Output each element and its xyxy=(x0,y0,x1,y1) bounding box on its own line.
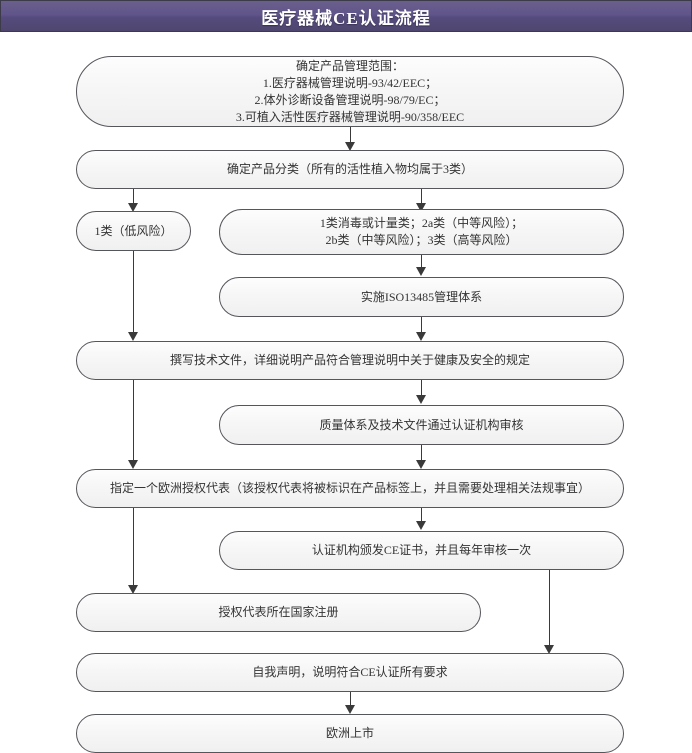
arrowhead-technical-file-to-audit xyxy=(416,395,426,404)
node-register-country-text: 授权代表所在国家注册 xyxy=(218,605,339,619)
arrowhead-scope-to-classification xyxy=(345,142,355,151)
node-iso13485[interactable]: 实施ISO13485管理体系 xyxy=(219,277,624,317)
node-register-country[interactable]: 授权代表所在国家注册 xyxy=(76,593,481,632)
connector-ce-certificate-to-declaration xyxy=(549,570,550,650)
arrowhead-audit-to-authorized-rep xyxy=(416,460,426,469)
arrowhead-declaration-to-market-launch xyxy=(345,705,355,714)
node-classification[interactable]: 确定产品分类（所有的活性植入物均属于3类） xyxy=(76,150,624,189)
node-market-launch[interactable]: 欧洲上市 xyxy=(76,714,624,753)
node-declaration-of-conformity-text: 自我声明，说明符合CE认证所有要求 xyxy=(252,665,448,679)
connector-iso13485-to-technical-file xyxy=(421,317,422,337)
node-class1-low-risk[interactable]: 1类（低风险） xyxy=(76,211,191,251)
node-market-launch-text: 欧洲上市 xyxy=(325,726,374,740)
connector-scope-to-classification xyxy=(350,127,351,144)
arrowhead-classification-to-higher-risk xyxy=(416,203,426,212)
arrowhead-ce-certificate-to-declaration xyxy=(544,645,554,654)
node-scope-text: 确定产品管理范围： 1.医疗器械管理说明-93/42/EEC； 2.体外诊断设备… xyxy=(235,58,465,124)
node-ce-certificate-text: 认证机构颁发CE证书，并且每年审核一次 xyxy=(311,543,532,557)
node-class-higher-risk[interactable]: 1类消毒或计量类；2a类（中等风险）； 2b类（中等风险）；3类（高等风险） xyxy=(219,209,624,255)
node-notified-body-audit-text: 质量体系及技术文件通过认证机构审核 xyxy=(319,417,524,432)
arrowhead-iso13485-to-technical-file xyxy=(416,332,426,341)
node-technical-file-text: 撰写技术文件，详细说明产品符合管理说明中关于健康及安全的规定 xyxy=(169,353,530,367)
arrowhead-authorized-rep-to-ce-certificate xyxy=(416,521,426,530)
node-iso13485-text: 实施ISO13485管理体系 xyxy=(360,289,483,304)
page-title-bar: 医疗器械CE认证流程 xyxy=(0,0,692,32)
arrowhead-class1-to-technical-file xyxy=(128,332,138,341)
page-title: 医疗器械CE认证流程 xyxy=(261,8,431,28)
node-authorized-representative[interactable]: 指定一个欧洲授权代表（该授权代表将被标识在产品标签上，并且需要处理相关法规事宜） xyxy=(76,469,624,508)
connector-authorized-rep-to-ce-certificate xyxy=(421,508,422,528)
connector-technical-file-to-audit xyxy=(421,380,422,400)
node-notified-body-audit[interactable]: 质量体系及技术文件通过认证机构审核 xyxy=(219,405,624,445)
arrowhead-authorized-rep-to-register xyxy=(128,585,138,594)
node-declaration-of-conformity[interactable]: 自我声明，说明符合CE认证所有要求 xyxy=(76,653,624,692)
node-class1-low-risk-text: 1类（低风险） xyxy=(94,223,173,238)
connector-classification-to-class1 xyxy=(133,189,134,207)
connector-higher-risk-to-iso13485 xyxy=(421,254,422,272)
connector-class1-to-technical-file xyxy=(133,251,134,337)
connector-technical-file-to-authorized-rep xyxy=(133,380,134,465)
node-class-higher-risk-text: 1类消毒或计量类；2a类（中等风险）； 2b类（中等风险）；3类（高等风险） xyxy=(319,216,524,247)
arrowhead-higher-risk-to-iso13485 xyxy=(416,267,426,276)
node-ce-certificate[interactable]: 认证机构颁发CE证书，并且每年审核一次 xyxy=(219,531,624,570)
arrowhead-classification-to-class1 xyxy=(128,203,138,212)
connector-audit-to-authorized-rep xyxy=(421,445,422,465)
connector-classification-to-higher-risk xyxy=(421,189,422,207)
node-scope[interactable]: 确定产品管理范围： 1.医疗器械管理说明-93/42/EEC； 2.体外诊断设备… xyxy=(76,56,624,127)
arrowhead-technical-file-to-authorized-rep xyxy=(128,460,138,469)
connector-declaration-to-market-launch xyxy=(350,692,351,710)
node-classification-text: 确定产品分类（所有的活性植入物均属于3类） xyxy=(226,162,473,176)
node-authorized-representative-text: 指定一个欧洲授权代表（该授权代表将被标识在产品标签上，并且需要处理相关法规事宜） xyxy=(109,481,590,495)
connector-authorized-rep-to-register xyxy=(133,508,134,588)
node-technical-file[interactable]: 撰写技术文件，详细说明产品符合管理说明中关于健康及安全的规定 xyxy=(76,341,624,380)
